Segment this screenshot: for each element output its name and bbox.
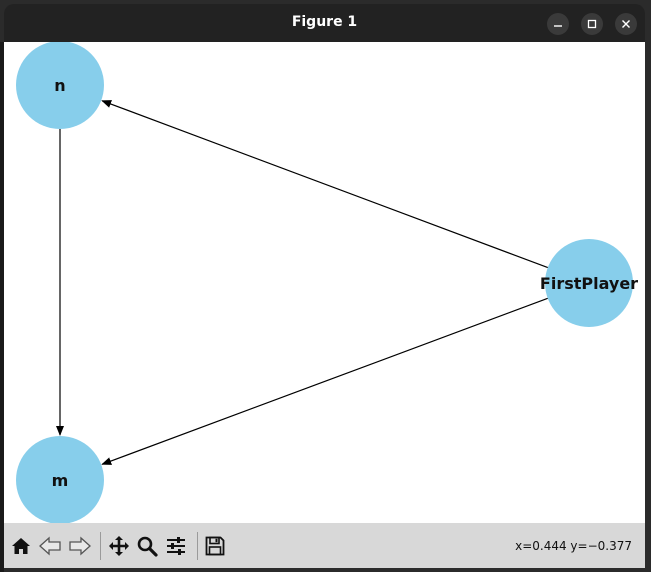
configure-subplots-icon [167,537,185,555]
save-button[interactable] [203,534,227,558]
node-FirstPlayer: FirstPlayer [540,239,638,327]
edge-FirstPlayer-to-m [101,297,548,465]
minimize-icon [554,25,562,27]
maximize-button[interactable] [581,13,603,35]
title-bar[interactable]: Figure 1 [4,4,645,42]
forward-button[interactable] [68,534,92,558]
node-circle [16,42,104,129]
toolbar-separator [100,532,101,560]
window-edge [0,42,4,572]
pan-button[interactable] [107,534,131,558]
node-circle [545,239,633,327]
window-title: Figure 1 [291,14,358,30]
node-n: n [16,42,104,129]
minimize-button[interactable] [547,13,569,35]
network-graph: n m FirstPlayer [16,42,638,523]
pan-icon [109,536,129,556]
maximize-icon [587,19,597,29]
edge-FirstPlayer-to-n [101,100,549,269]
back-icon [39,536,61,556]
toolbar-separator [197,532,198,560]
zoom-button[interactable] [135,534,159,558]
node-label: FirstPlayer [540,274,638,293]
node-label: n [54,76,65,95]
back-button[interactable] [38,534,62,558]
home-icon [12,538,30,554]
navigation-toolbar: x=0.444 y=−0.377 [4,523,645,568]
node-m: m [16,436,104,523]
configure-subplots-button[interactable] [164,534,188,558]
save-icon [205,536,225,556]
forward-icon [69,536,91,556]
node-circle [16,436,104,523]
zoom-icon [137,536,158,557]
close-button[interactable] [615,13,637,35]
close-icon [622,20,630,28]
node-label: m [52,471,69,490]
cursor-coordinates: x=0.444 y=−0.377 [515,539,632,553]
plot-canvas[interactable]: n m FirstPlayer [4,42,645,523]
home-button[interactable] [9,534,33,558]
